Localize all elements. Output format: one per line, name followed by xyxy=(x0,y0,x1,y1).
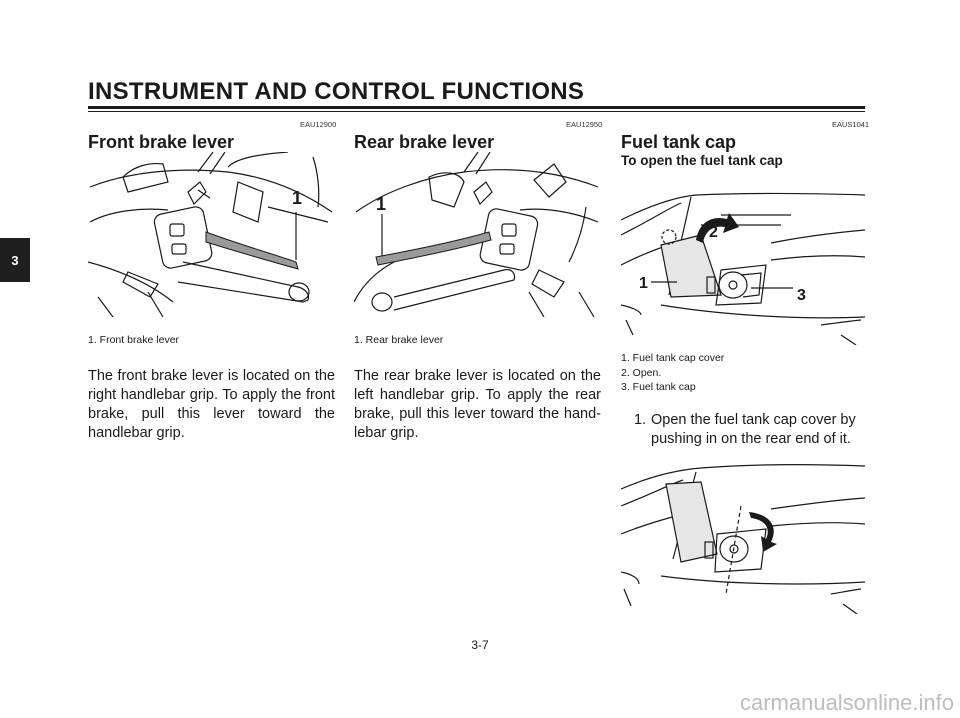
header-rule xyxy=(88,106,865,109)
step-text: Open the fuel tank cap cover by pushing … xyxy=(651,412,856,447)
section-subtitle: To open the fuel tank cap xyxy=(621,153,783,168)
figure-caption: 1. Fuel tank cap cover xyxy=(621,352,725,364)
section-title: Fuel tank cap xyxy=(621,132,737,152)
figure-callout-3: 3 xyxy=(797,287,806,304)
step-item: 1. Open the fuel tank cap cover by pushi… xyxy=(634,411,874,451)
figure-caption-list: 1. Fuel tank cap cover 2. Open. 3. Fuel … xyxy=(621,351,865,395)
figure-caption: 2. Open. xyxy=(621,366,662,379)
figure-callout-1: 1 xyxy=(292,188,302,208)
figure-caption: 3. Fuel tank cap xyxy=(621,381,696,393)
step-number: 1. xyxy=(634,412,647,428)
figure-caption: 1. Rear brake lever xyxy=(354,334,444,346)
front-brake-lever-figure: 1 xyxy=(88,152,334,317)
fuel-tank-cover-open-figure xyxy=(621,454,865,614)
section-title: Front brake lever xyxy=(88,132,235,152)
section-title: Rear brake lever xyxy=(354,132,495,152)
section-body: The rear brake lever is located on the l… xyxy=(354,368,601,441)
section-code: EAU12950 xyxy=(566,120,603,129)
fuel-tank-cap-figure: 2 1 3 xyxy=(621,185,865,345)
section-code: EAU12900 xyxy=(300,120,337,129)
chapter-tab: 3 xyxy=(0,238,30,282)
section-body: The front brake lever is located on the … xyxy=(88,368,335,441)
figure-caption: 1. Front brake lever xyxy=(88,334,180,346)
section-code: EAUS1041 xyxy=(832,120,870,129)
figure-callout-1: 1 xyxy=(376,194,386,214)
page-header-title: INSTRUMENT AND CONTROL FUNCTIONS xyxy=(88,78,585,105)
header-rule-thin xyxy=(88,111,865,112)
figure-callout-2: 2 xyxy=(709,224,718,241)
rear-brake-lever-figure: 1 xyxy=(354,152,600,317)
page-number: 3-7 xyxy=(471,638,489,652)
watermark: carmanualsonline.info xyxy=(739,690,954,715)
figure-callout-1: 1 xyxy=(639,275,648,292)
